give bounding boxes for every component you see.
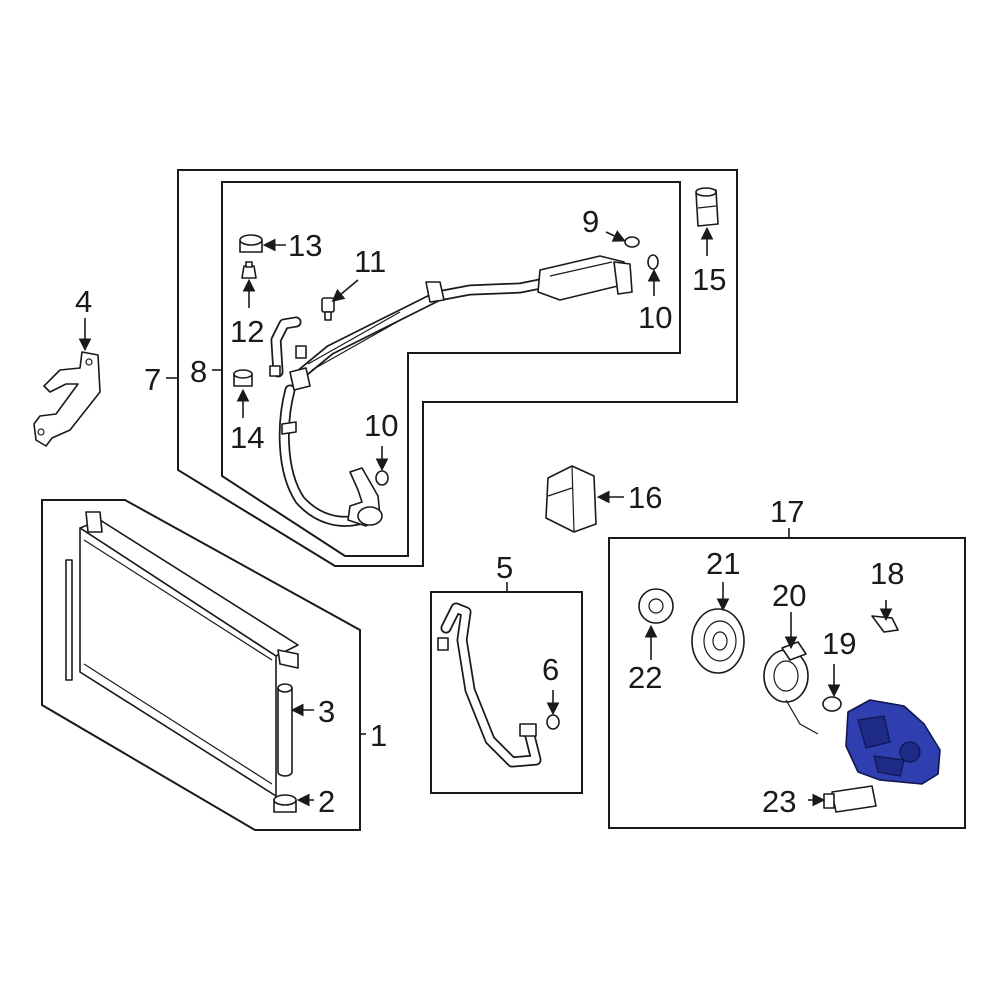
callout-22: 22 [628,660,662,695]
callout-7: 7 [144,362,161,397]
callout-10-upper: 10 [638,300,672,335]
callout-19: 19 [822,626,856,661]
callout-23: 23 [762,784,796,819]
frame-hose-assembly-8 [221,181,681,557]
frame-compressor-17 [608,537,966,829]
sensor-part-15[interactable] [695,187,719,227]
o-ring-part-10-upper[interactable] [647,254,659,270]
callout-5: 5 [496,550,513,585]
callout-13: 13 [288,228,322,263]
callout-8: 8 [190,354,207,389]
callout-4: 4 [75,284,92,319]
cap-part-14[interactable] [233,369,253,387]
field-coil-part-20[interactable] [763,641,819,735]
bracket-part-16[interactable] [545,465,597,533]
callout-21: 21 [706,546,740,581]
frame-hose-assembly-7 [177,169,738,567]
relief-valve-part-23[interactable] [823,785,877,813]
pressure-switch-part-11[interactable] [321,297,335,321]
hose-assembly-part-8[interactable] [269,255,633,527]
pulley-part-21[interactable] [691,608,745,674]
callout-3: 3 [318,694,335,729]
callout-14: 14 [230,420,264,455]
compressor-highlighted[interactable] [845,699,941,785]
condenser-part-1[interactable] [65,511,299,797]
shim-part-18[interactable] [871,615,899,633]
callout-11: 11 [354,244,386,279]
callout-20: 20 [772,578,806,613]
valve-core-part-12[interactable] [241,261,257,279]
o-ring-part-6[interactable] [546,714,560,730]
callout-10-lower: 10 [364,408,398,443]
snap-ring-part-19[interactable] [822,696,842,712]
callout-9: 9 [582,204,599,239]
clutch-hub-part-22[interactable] [638,588,674,624]
frame-condenser-1 [41,499,361,831]
callout-16: 16 [628,480,662,515]
o-ring-part-9[interactable] [624,236,640,248]
callout-2: 2 [318,784,335,819]
hose-part-5[interactable] [437,602,542,768]
callout-6: 6 [542,652,559,687]
callout-17: 17 [770,494,804,529]
callout-1: 1 [370,718,387,753]
cap-part-2[interactable] [273,794,297,813]
bracket-part-4[interactable] [33,351,101,447]
callout-15: 15 [692,262,726,297]
callout-12: 12 [230,314,264,349]
callout-18: 18 [870,556,904,591]
receiver-drier-part-3[interactable] [277,683,293,777]
cap-part-13[interactable] [239,234,263,253]
o-ring-part-10-lower[interactable] [375,470,389,486]
